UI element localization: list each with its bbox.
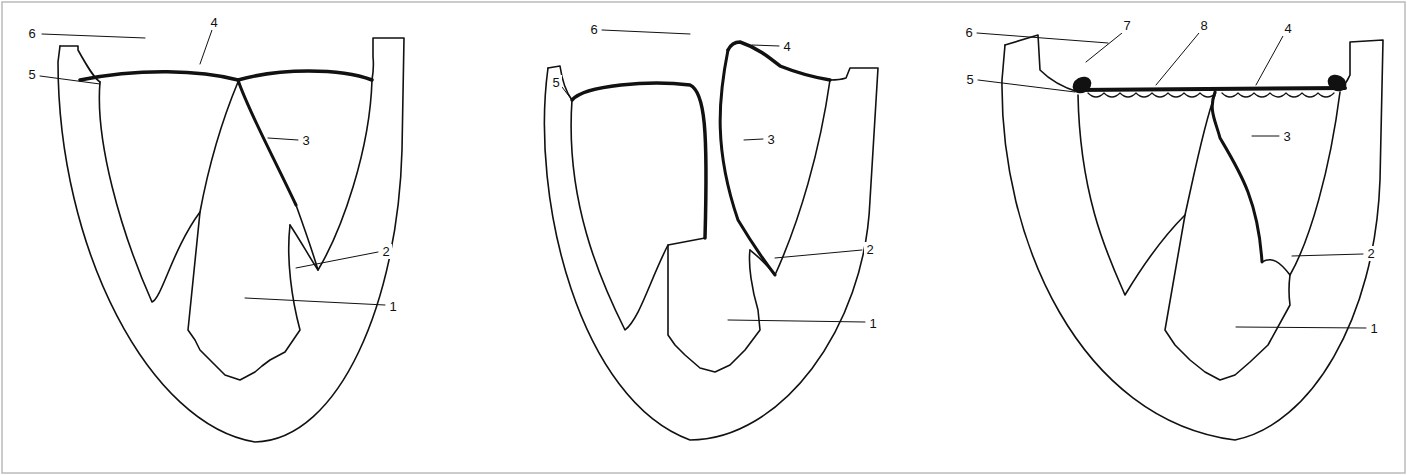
callout-number: 3: [765, 132, 776, 147]
callout-number: 4: [1282, 21, 1293, 36]
callout-number: 3: [1281, 129, 1292, 144]
heart-section-3: [1002, 35, 1383, 440]
callout-number: 5: [964, 72, 975, 87]
callout-number: 6: [588, 22, 599, 37]
callout-number: 2: [1365, 246, 1376, 261]
callout-number: 8: [1198, 18, 1209, 33]
callout-number: 5: [550, 75, 561, 90]
callout-number: 6: [26, 26, 37, 41]
callout-number: 1: [387, 299, 398, 314]
callout-number: 4: [208, 15, 219, 30]
callout-number: 7: [1121, 18, 1132, 33]
callout-number: 1: [867, 316, 878, 331]
heart-section-2: [544, 42, 878, 440]
callout-number: 6: [963, 25, 974, 40]
callout-number: 2: [864, 242, 875, 257]
heart-section-1: [58, 38, 404, 442]
callout-number: 5: [26, 67, 37, 82]
callout-number: 3: [300, 133, 311, 148]
leader-lines: [40, 30, 1366, 328]
callout-number: 1: [1368, 321, 1379, 336]
callout-number: 4: [781, 39, 792, 54]
callout-number: 2: [380, 244, 391, 259]
